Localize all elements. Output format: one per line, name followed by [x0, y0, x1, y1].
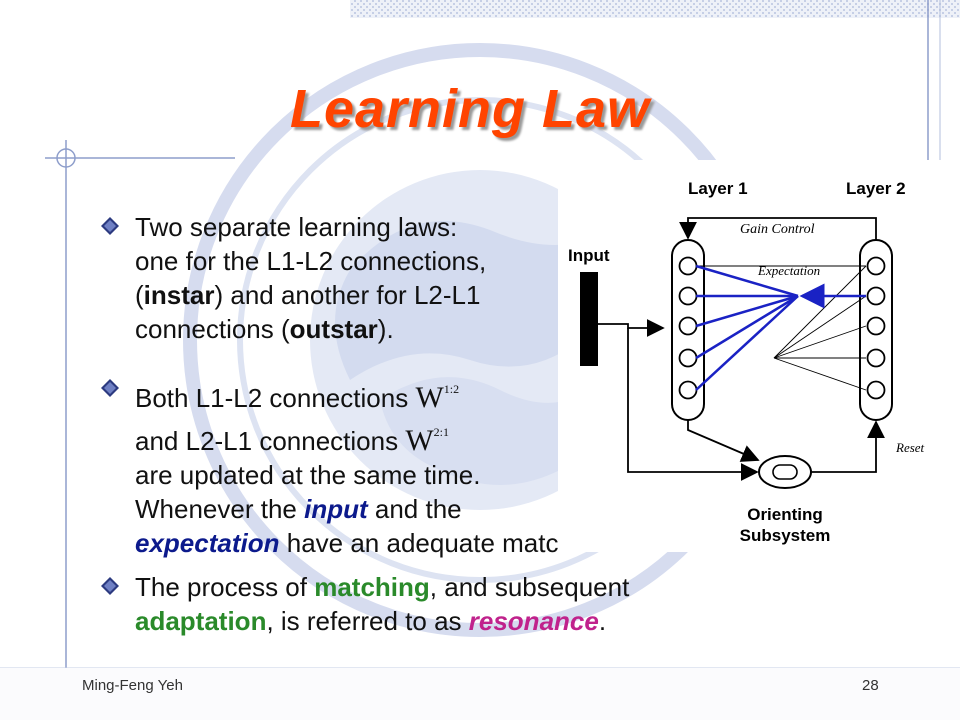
- expectation-label: Expectation: [757, 263, 820, 278]
- symbol-superscript: 1:2: [443, 382, 460, 396]
- reset-arrow: [811, 420, 885, 473]
- input-to-reset-arrow: [627, 328, 759, 481]
- text-fragment: and L2-L1 connections: [135, 426, 399, 456]
- weight-w12-symbol: W1:2: [415, 372, 459, 415]
- expectation-line: [695, 264, 799, 298]
- bullet-text-line: one for the L1-L2 connections,: [135, 246, 487, 276]
- reset-label: Reset: [895, 440, 925, 455]
- gain-control-label: Gain Control: [740, 222, 815, 237]
- symbol-base: W: [405, 424, 434, 457]
- symbol-superscript: 2:1: [433, 425, 449, 439]
- text-fragment: (: [135, 280, 144, 310]
- instar-term: instar: [143, 280, 215, 310]
- bullet-text-line: are updated at the same time.: [135, 460, 481, 490]
- layer1-node: [678, 316, 698, 336]
- resonance-term: resonance: [468, 606, 599, 636]
- layer2-node: [866, 316, 886, 336]
- text-fragment: connections (: [135, 314, 290, 344]
- text-fragment: have an adequate match.: [286, 528, 581, 558]
- gain-control-path: [679, 217, 877, 240]
- bullet-text-line: Both L1-L2 connections W1:2: [135, 372, 580, 415]
- layer2-node: [866, 256, 886, 276]
- expectation-line: [695, 295, 799, 391]
- text-fragment: ) and another for L2-L1: [214, 280, 481, 310]
- layer1-label: Layer 1: [688, 179, 748, 198]
- text-fragment: ).: [377, 314, 394, 344]
- weight-w21-symbol: W2:1: [405, 415, 449, 458]
- text-fragment: The process of: [135, 572, 307, 602]
- layer2-node: [866, 286, 886, 306]
- expectation-line: [695, 294, 799, 360]
- art-network-diagram: Layer 1 Layer 2 Input Gain Control Expec…: [558, 160, 960, 552]
- bullet-text-line: Whenever the input and the: [135, 492, 580, 526]
- orienting-subsystem-inner: [772, 464, 798, 480]
- layer1-node: [678, 380, 698, 400]
- layer1-node: [678, 256, 698, 276]
- bullet-text-line: The process of matching, and subsequent: [135, 570, 629, 604]
- bullet-resonance: The process of matching, and subsequent …: [101, 570, 629, 638]
- layer2-node: [866, 380, 886, 400]
- input-arrow: [598, 319, 665, 337]
- bullet-text-line: connections (outstar).: [135, 312, 486, 346]
- diamond-bullet-icon: [101, 217, 119, 235]
- adaptation-term: adaptation: [135, 606, 267, 636]
- input-to-orienting-arrow: [687, 420, 760, 462]
- layer2-node: [866, 348, 886, 368]
- expectation-line: [695, 294, 799, 328]
- connection-line: [773, 325, 867, 359]
- outstar-term: outstar: [289, 314, 378, 344]
- input-term: input: [304, 494, 368, 524]
- expectation-term: expectation: [135, 528, 280, 558]
- input-label: Input: [568, 246, 610, 265]
- orienting-label-line1: Orienting: [747, 505, 823, 524]
- bullet-text-line: adaptation, is referred to as resonance.: [135, 604, 629, 638]
- bullet-text-line: expectation have an adequate match.: [135, 526, 580, 560]
- connection-line: [773, 357, 867, 391]
- bullet-connections-updated: Both L1-L2 connections W1:2 and L2-L1 co…: [101, 372, 580, 560]
- bullet-text-line: Two separate learning laws:: [135, 212, 458, 242]
- layer2-label: Layer 2: [846, 179, 906, 198]
- page-number: 28: [862, 677, 879, 694]
- bullet-text-line: (instar) and another for L2-L1: [135, 278, 486, 312]
- layer1-node: [678, 348, 698, 368]
- slide-title: Learning Law: [289, 79, 651, 139]
- text-fragment: .: [598, 606, 607, 636]
- orienting-label-line2: Subsystem: [740, 526, 831, 545]
- symbol-base: W: [415, 381, 444, 414]
- text-fragment: , and subsequent: [429, 572, 630, 602]
- text-fragment: and the: [374, 494, 462, 524]
- footer-author: Ming-Feng Yeh: [82, 677, 183, 694]
- connection-line: [773, 265, 867, 359]
- bullet-text-line: and L2-L1 connections W2:1: [135, 415, 580, 458]
- layer1-node: [678, 286, 698, 306]
- diamond-bullet-icon: [101, 379, 119, 397]
- matching-term: matching: [314, 572, 430, 602]
- text-fragment: Whenever the: [135, 494, 297, 524]
- text-fragment: Both L1-L2 connections: [135, 383, 409, 413]
- diamond-bullet-icon: [101, 577, 119, 595]
- text-fragment: , is referred to as: [266, 606, 462, 636]
- input-bar: [580, 272, 598, 366]
- connection-line: [773, 295, 867, 359]
- bullet-two-learning-laws: Two separate learning laws: one for the …: [101, 210, 487, 346]
